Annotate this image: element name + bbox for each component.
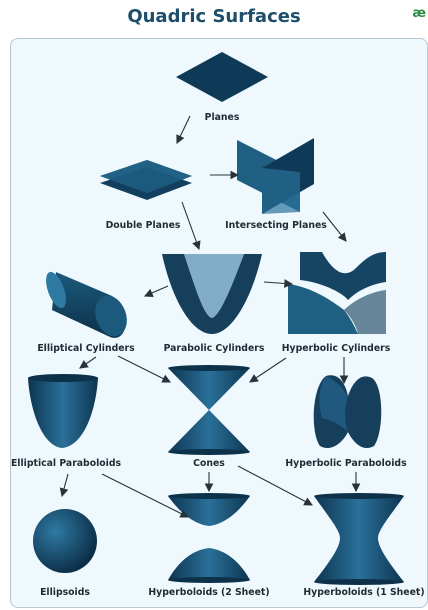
node-label-parabolic-cylinders: Parabolic Cylinders [164,343,265,354]
node-label-elliptical-cylinders: Elliptical Cylinders [37,343,135,354]
ellipsoids-shape [33,509,97,573]
planes-shape [176,52,268,102]
node-label-ellipsoids: Ellipsoids [40,587,90,598]
arrow-parabolic-to-hyperbolic-cyl [264,282,292,284]
node-label-planes: Planes [205,112,240,123]
node-label-intersecting-planes: Intersecting Planes [225,220,327,231]
node-label-double-planes: Double Planes [106,220,181,231]
node-label-hyperbolic-cylinders: Hyperbolic Cylinders [282,343,391,354]
arrow-ellparab-to-ellipsoids [62,474,68,496]
node-label-hyperboloids-1-sheet: Hyperboloids (1 Sheet) [303,587,424,598]
arrow-ellcyl-to-ellparab [80,357,96,368]
arrow-double-to-parabolic [182,202,199,249]
arrow-planes-to-double [177,116,190,143]
node-label-hyperbolic-paraboloids: Hyperbolic Paraboloids [285,458,407,469]
arrow-hypcyl-to-cones [250,358,286,382]
node-label-elliptical-paraboloids: Elliptical Paraboloids [11,458,122,469]
hyperbolic-cylinders-shape [288,252,386,334]
intersecting-planes-shape [237,138,314,214]
elliptical-cylinders-shape [42,269,132,340]
hyperbolic-paraboloids-shape [314,375,382,448]
node-label-cones: Cones [193,458,225,469]
elliptical-paraboloids-shape [28,374,98,448]
parabolic-cylinders-shape [162,254,262,334]
double-planes-shape [100,160,192,200]
arrow-parabolic-to-elliptical-cyl [145,286,168,296]
arrow-cones-to-hyp1 [238,466,312,505]
arrow-ellcyl-to-cones [118,356,170,382]
hyperboloids-1-sheet-shape [314,493,404,585]
hyperboloids-2-sheet-shape [168,493,250,583]
cones-shape [168,365,250,455]
node-label-hyperboloids-2-sheet: Hyperboloids (2 Sheet) [148,587,269,598]
